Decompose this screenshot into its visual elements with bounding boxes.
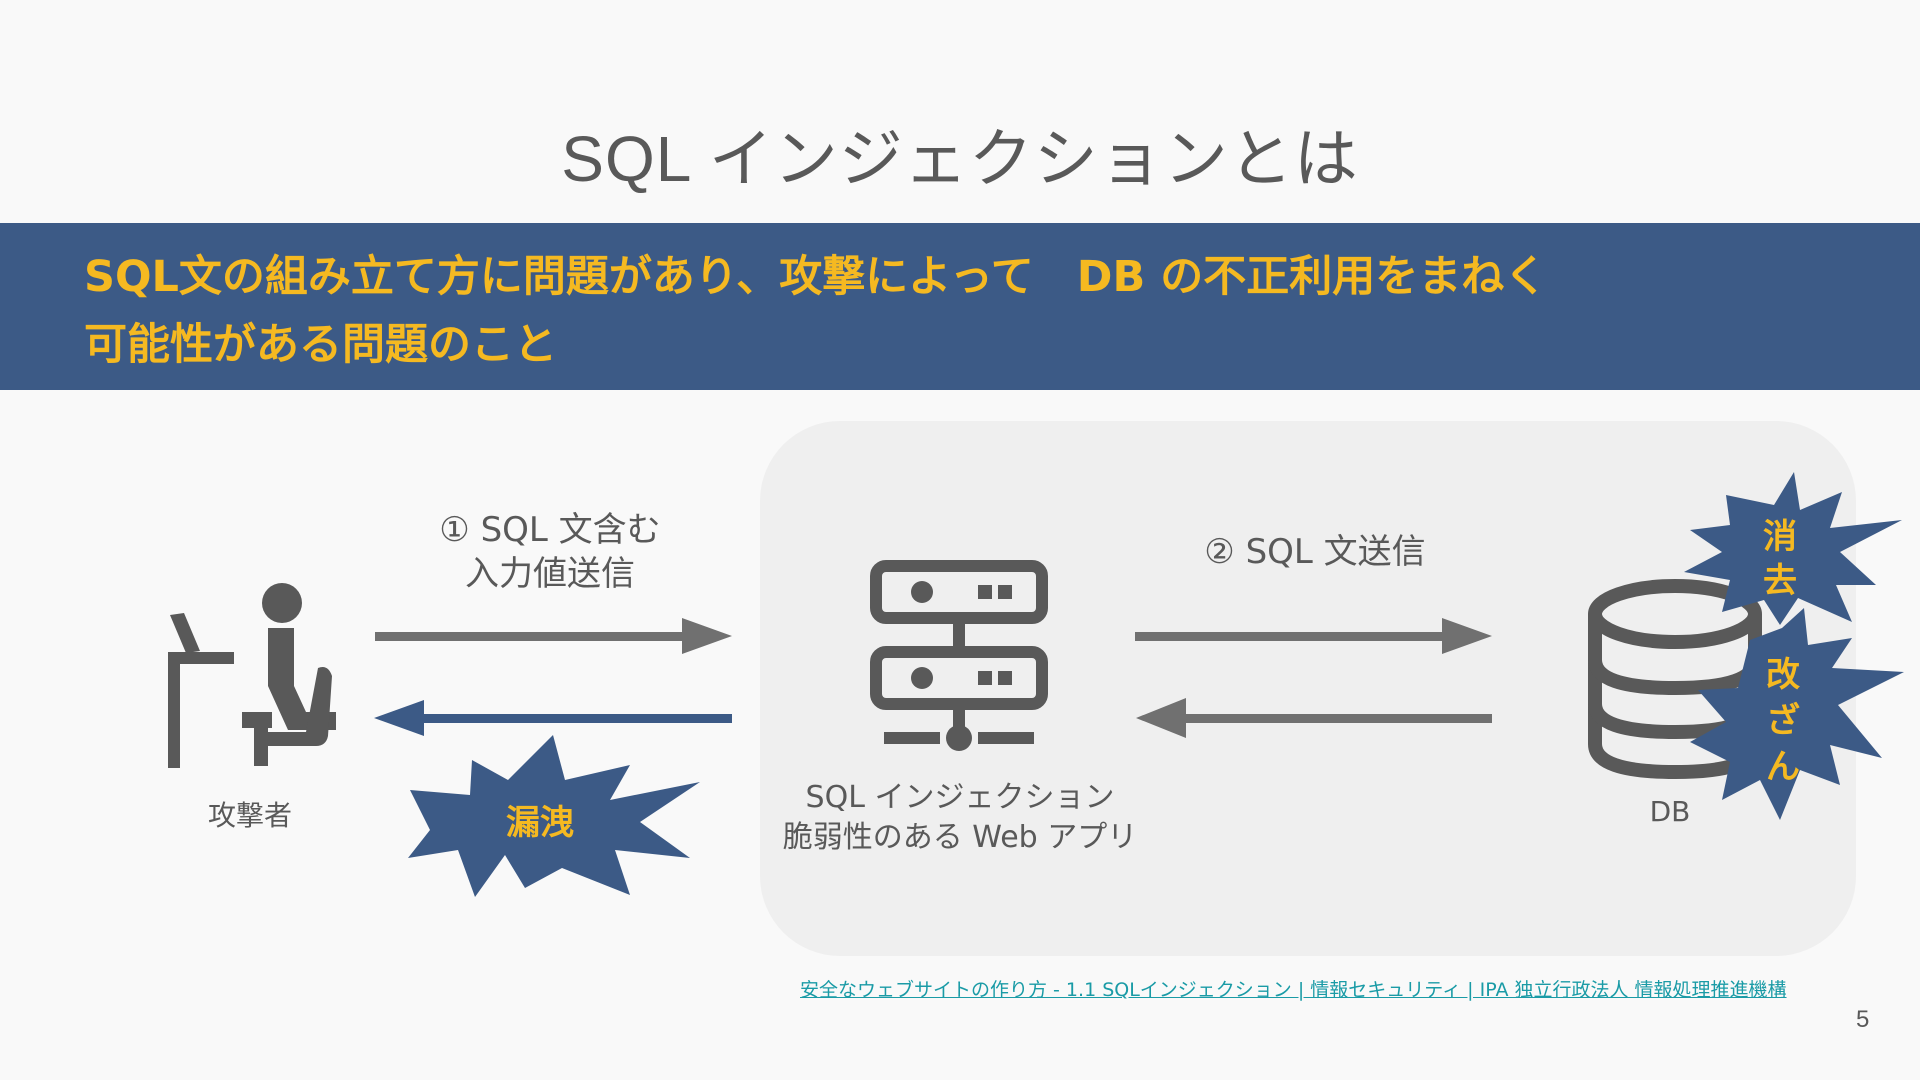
arrow-webapp-to-db [1135, 618, 1492, 654]
page-number: 5 [1856, 1006, 1870, 1033]
arrow-db-to-webapp [1136, 698, 1492, 738]
definition-line-2: 可能性がある問題のこと [84, 320, 557, 370]
definition-text: SQL文の組み立て方に問題があり、攻撃によって DB の不正利用をまねく 可能性… [84, 243, 1864, 379]
slide-title: SQL インジェクションとは [561, 123, 1359, 195]
webapp-label: SQL インジェクション 脆弱性のある Web アプリ [740, 778, 1180, 858]
step1-line-2: 入力値送信 [465, 554, 635, 594]
tamper-line-1: 改 [1766, 655, 1800, 695]
delete-line-1: 消 [1763, 517, 1797, 557]
definition-line-1: SQL文の組み立て方に問題があり、攻撃によって DB の不正利用をまねく [84, 252, 1548, 302]
delete-label: 消 去 [1745, 515, 1815, 603]
source-link[interactable]: 安全なウェブサイトの作り方 - 1.1 SQLインジェクション | 情報セキュリ… [800, 979, 1787, 1001]
step1-label: ① SQL 文含む 入力値送信 [380, 508, 720, 596]
attacker-icon [168, 583, 336, 768]
step1-line-1: ① SQL 文含む [439, 510, 661, 550]
tamper-burst [1690, 608, 1904, 820]
db-label: DB [1649, 795, 1691, 828]
tamper-label: 改 ざ ん [1748, 652, 1818, 790]
attacker-label: 攻撃者 [207, 799, 292, 832]
webapp-line-2: 脆弱性のある Web アプリ [782, 820, 1138, 855]
arrow-input-to-webapp [375, 618, 732, 654]
tamper-line-2: ざ [1766, 701, 1800, 741]
arrow-leak-to-attacker [374, 700, 732, 736]
delete-line-2: 去 [1763, 561, 1797, 601]
tamper-line-3: ん [1766, 747, 1800, 787]
web-server-icon [870, 560, 1048, 751]
leak-label: 漏洩 [506, 803, 574, 843]
webapp-line-1: SQL インジェクション [805, 780, 1115, 815]
leak-burst [408, 735, 700, 897]
delete-burst [1684, 472, 1902, 625]
definition-banner [0, 223, 1920, 390]
step2-label: ② SQL 文送信 [1204, 532, 1426, 572]
